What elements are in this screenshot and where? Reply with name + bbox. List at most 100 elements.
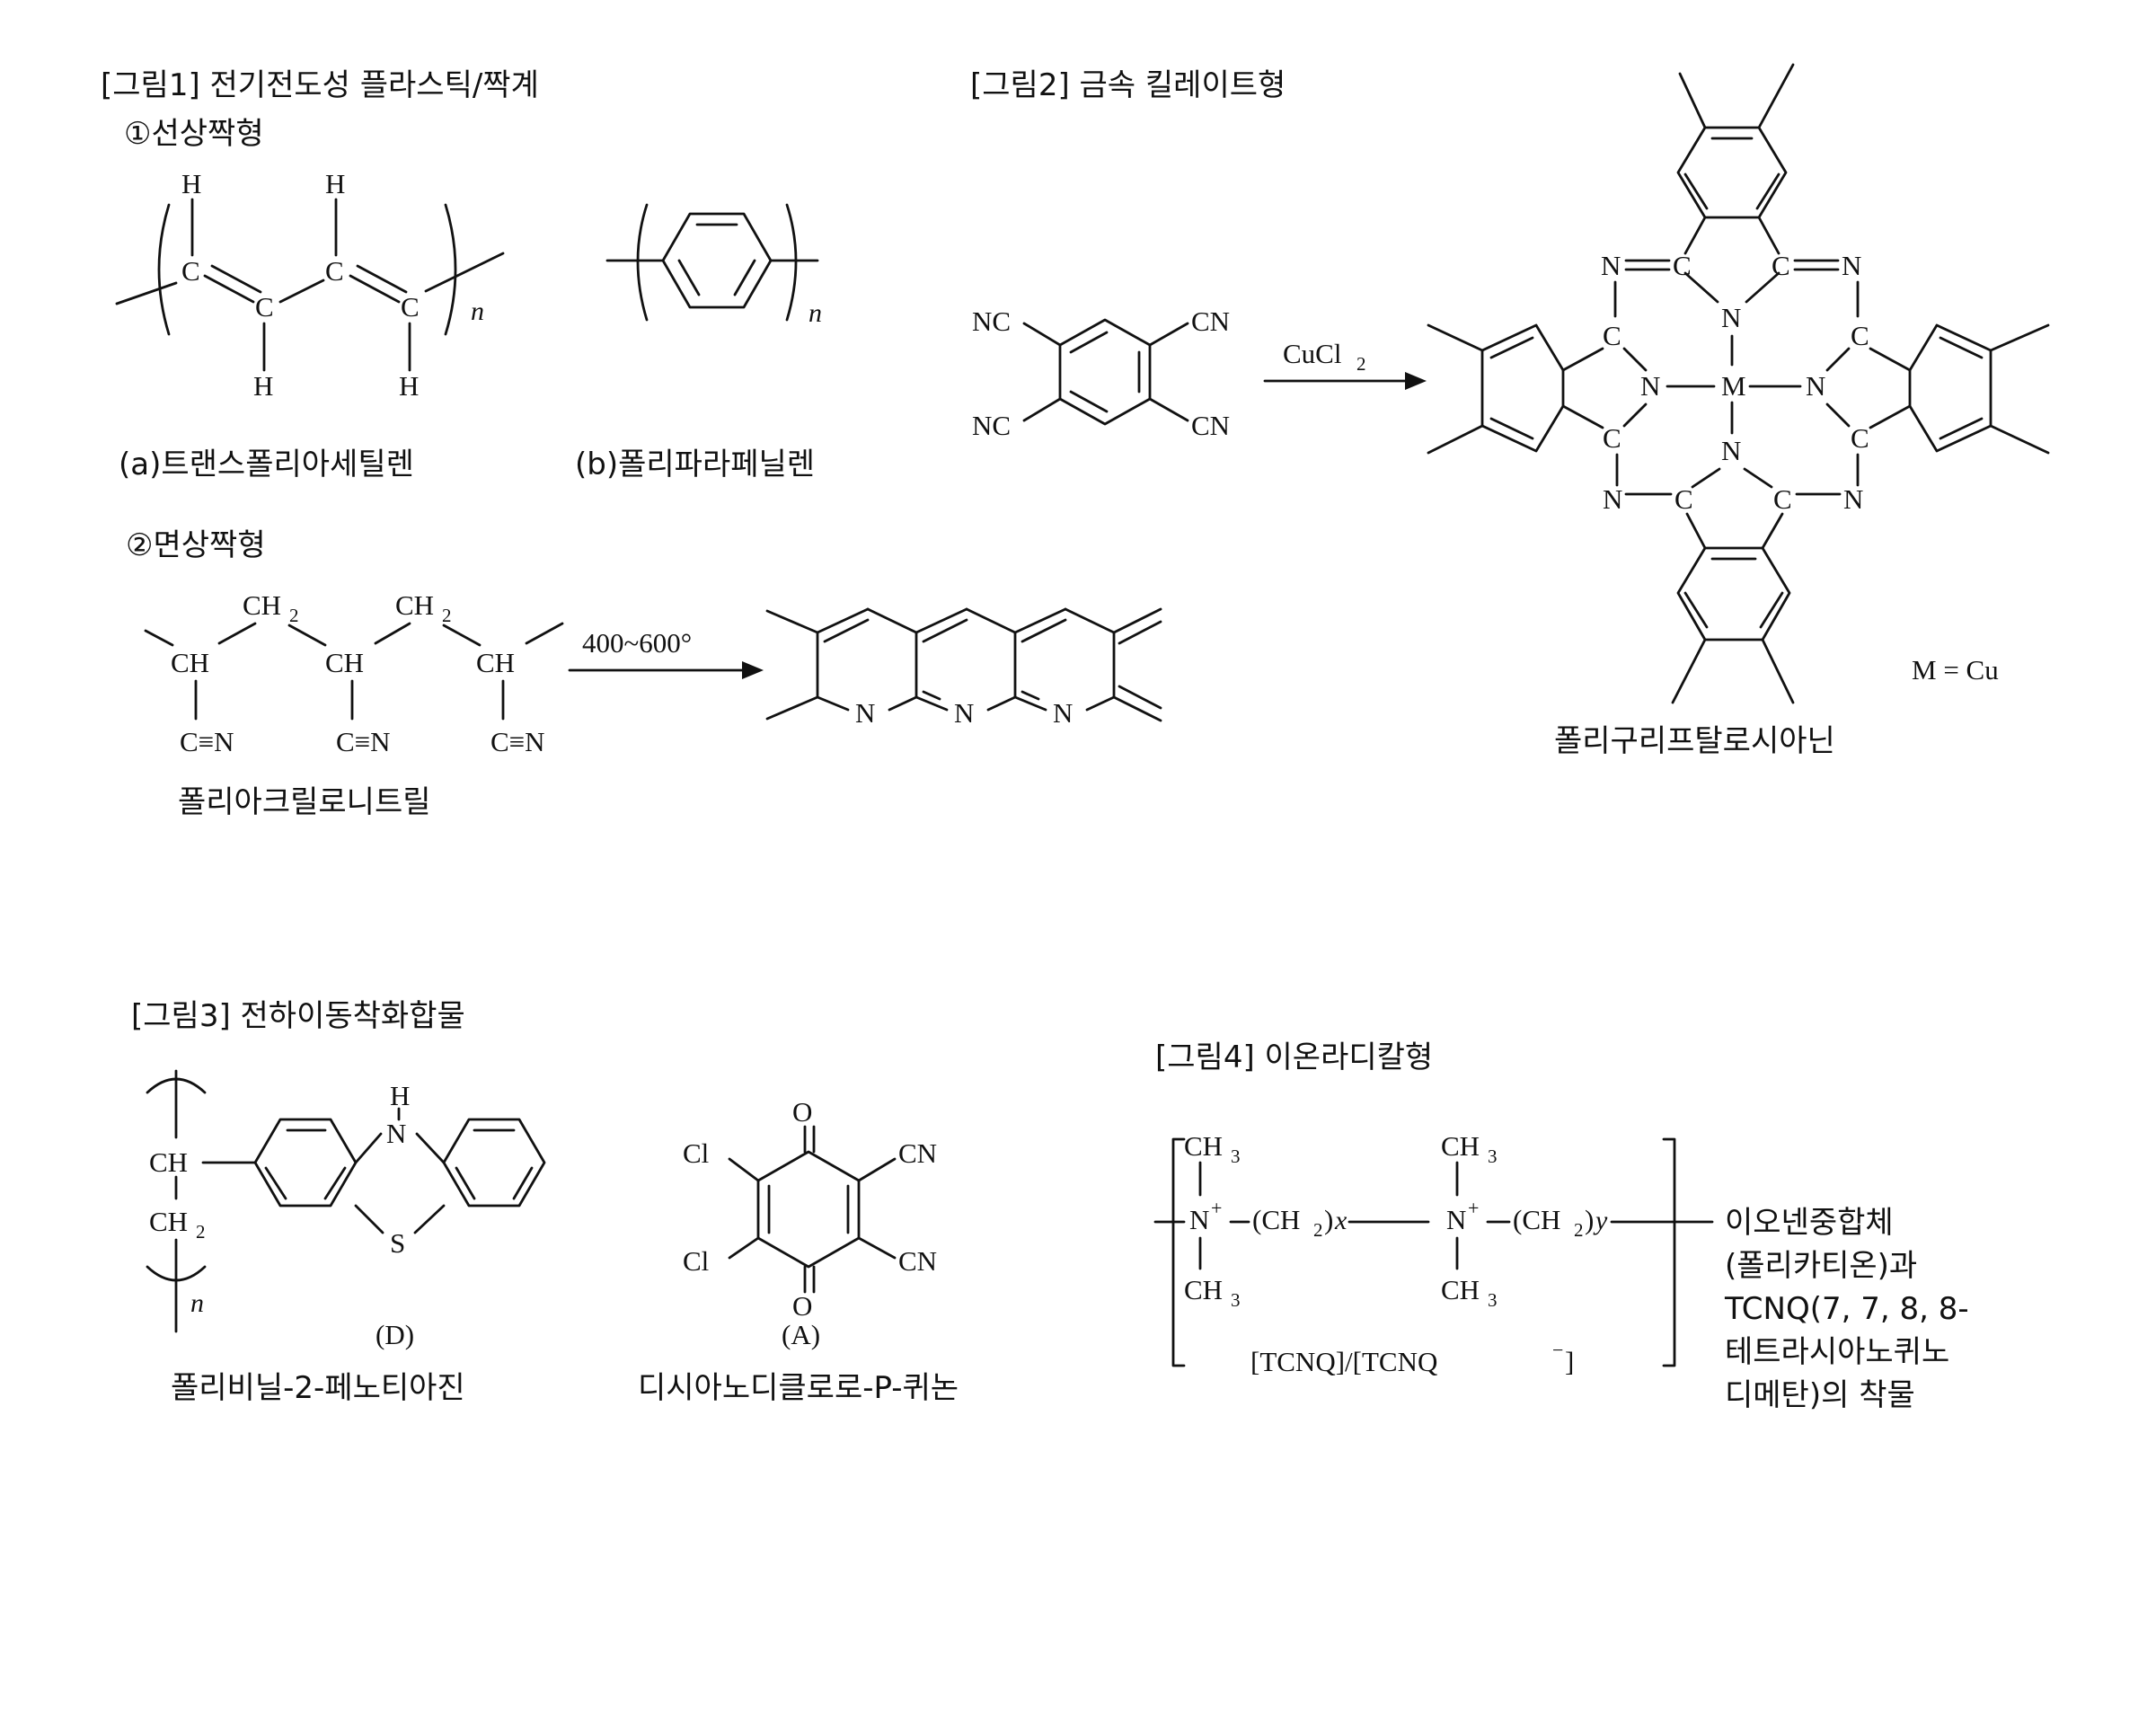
ionene-description: 이오넨중합체 (폴리카티온)과 TCNQ(7, 7, 8, 8- 테트라시아노퀴…	[1724, 1205, 1969, 1413]
pc-top-c2	[1757, 216, 1780, 255]
pc-top-me1	[1678, 72, 1707, 129]
ptz-h: H	[390, 1080, 410, 1111]
pc-left-me2	[1427, 424, 1484, 455]
figure-1-subtitle-linear: ①선상짝형	[124, 116, 264, 152]
pc-left-me1	[1427, 323, 1484, 352]
tcb-db3	[1069, 390, 1109, 413]
ddq-cn2-bond	[857, 1236, 897, 1260]
bracket-right	[444, 203, 457, 336]
pc-atom-n-tl: N	[1601, 250, 1621, 281]
tcb-nc1-bond	[1022, 322, 1062, 347]
bracket-right-b	[785, 203, 798, 322]
ionene-y: y	[1593, 1206, 1608, 1235]
ptz-l-db3	[323, 1166, 347, 1200]
polyacetylene-structure: H C C H H C C H n	[115, 168, 505, 402]
ionene-ch3-2-top: CH	[1441, 1130, 1480, 1162]
pc-left-c1	[1561, 347, 1604, 372]
atom-h4: H	[399, 370, 419, 402]
r3-e5	[1013, 695, 1047, 712]
repeat-n-b: n	[808, 298, 822, 328]
pc-bot-me1	[1671, 638, 1707, 704]
ionene-ch2x-close: )	[1324, 1204, 1333, 1235]
ionene-tcnq-close: ]	[1565, 1346, 1574, 1377]
pc-top-db3	[1755, 172, 1780, 210]
atom-c3: C	[325, 255, 344, 287]
ionene-desc-line-5: 디메탄)의 착물	[1725, 1377, 1915, 1413]
pc-bond-crt-n	[1825, 347, 1851, 372]
benzene-ring-b	[661, 212, 773, 309]
pc-atom-c-bl: C	[1674, 483, 1693, 515]
pvp-ch: CH	[149, 1146, 188, 1178]
ptz-c-n2	[415, 1132, 446, 1164]
figure-1-title: [그림1] 전기전도성 플라스틱/짝계	[101, 67, 539, 103]
ptz-r-db3	[455, 1166, 476, 1200]
tcb-db1	[1069, 331, 1109, 354]
pan-cn-1: C≡N	[180, 726, 234, 757]
ionene-ch2x-sub: 2	[1313, 1219, 1323, 1241]
pan-ch-2: CH	[325, 647, 364, 678]
ptz-s: S	[390, 1227, 405, 1259]
pc-atom-c-tl: C	[1673, 250, 1692, 281]
pc-left-benzene	[1480, 323, 1565, 453]
tcb-nc1: NC	[972, 305, 1011, 337]
r2-e5b	[922, 690, 941, 701]
caption-ddq: 디시아노디클로로-P-퀴논	[638, 1370, 959, 1406]
pan-cn-3: C≡N	[490, 726, 545, 757]
pan-bond-out	[525, 622, 564, 645]
phenothiazine-structure: CH CH 2 n H N S (D)	[146, 1069, 546, 1350]
pc-bond-nb-c2	[1743, 467, 1773, 489]
ionene-desc-line-3: TCNQ(7, 7, 8, 8-	[1724, 1291, 1969, 1327]
pvp-bracket-top	[146, 1077, 207, 1094]
ladder-out-top-b	[1118, 620, 1162, 645]
r1-e4	[888, 695, 918, 712]
ionene-desc-line-4: 테트라시아노퀴노	[1725, 1334, 1949, 1370]
pan-ch-1: CH	[171, 647, 209, 678]
r2-e2	[965, 607, 1017, 634]
ionene-ch3-2-bot-sub: 3	[1488, 1289, 1498, 1311]
atom-c1: C	[181, 255, 200, 287]
ladder-in-top	[765, 609, 819, 634]
bond-out	[424, 252, 505, 293]
ddq-cl1: Cl	[683, 1137, 709, 1169]
tcb-cn1: CN	[1191, 305, 1230, 337]
ladder-n3: N	[1053, 697, 1073, 729]
pan-bond-1	[217, 622, 257, 645]
label-polyphenylene: (b)폴리파라페닐렌	[575, 447, 815, 482]
ionene-ch3-2-bot: CH	[1441, 1274, 1480, 1305]
ionene-structure: CH 3 N + CH 3 (CH 2 ) x CH 3 N + CH 3	[1153, 1130, 1714, 1377]
cucl2-label: CuCl	[1283, 338, 1341, 369]
ddq-cl1-bond	[728, 1157, 760, 1182]
ionene-tcnq: [TCNQ]/[TCNQ	[1250, 1346, 1437, 1377]
bond-c1-c2a	[203, 274, 255, 304]
bond-c1-c2b	[210, 264, 262, 294]
ddq-cl2-bond	[728, 1236, 760, 1260]
ladder-out-bottom-a	[1112, 695, 1162, 722]
pan-bond-4	[442, 624, 482, 647]
tcb-nc2-bond	[1022, 397, 1062, 422]
label-polyacetylene: (a)트랜스폴리아세틸렌	[119, 447, 414, 482]
pc-left-db1	[1489, 336, 1534, 359]
ladder-n2: N	[954, 697, 974, 729]
figure-3: [그림3] 전하이동착화합물 CH CH 2 n H N	[131, 998, 959, 1406]
heating-arrow-label: 400~600°	[582, 627, 692, 659]
cucl2-arrow: CuCl 2	[1263, 338, 1427, 390]
pc-atom-c-lt: C	[1603, 320, 1621, 351]
pvp-ch2: CH	[149, 1206, 188, 1237]
figure-2-title: [그림2] 금속 킬레이트형	[970, 67, 1286, 103]
pan-ch2-1: CH	[243, 589, 281, 621]
polyphenylene-structure: n	[605, 203, 822, 328]
ddq-o-bottom: O	[792, 1290, 812, 1322]
pc-bond-clb-n	[1622, 402, 1648, 428]
ptz-r-db2	[512, 1166, 534, 1200]
atom-h2: H	[253, 370, 273, 402]
label-a: (A)	[782, 1319, 820, 1350]
pc-right-c2	[1869, 404, 1912, 429]
ionene-desc-line-2: (폴리카티온)과	[1725, 1248, 1917, 1284]
pc-bot-c1	[1685, 512, 1707, 550]
ionene-n1: N	[1189, 1204, 1209, 1235]
pc-atom-n-left: N	[1640, 370, 1660, 402]
pc-top-c1	[1683, 216, 1707, 255]
pc-bond-nb-c1	[1691, 467, 1721, 489]
r3-e4	[1085, 695, 1116, 712]
